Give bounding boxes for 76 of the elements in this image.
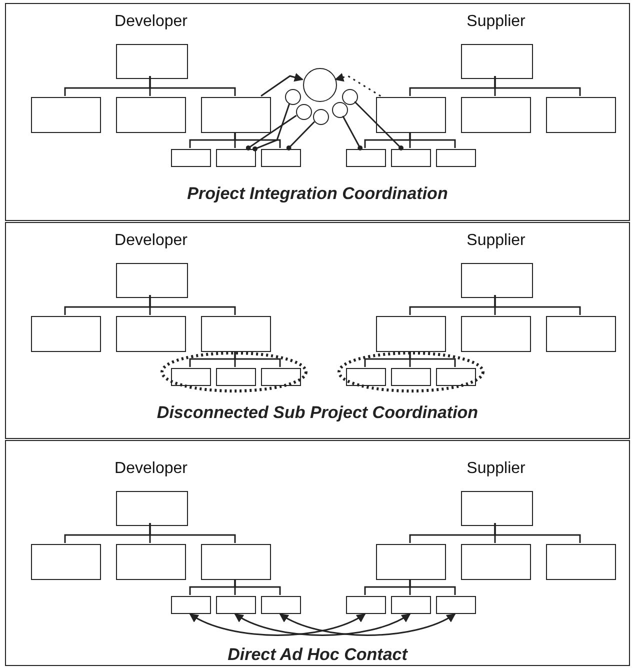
org-box bbox=[216, 149, 256, 167]
org-box bbox=[116, 316, 186, 352]
org-chart-line bbox=[494, 76, 581, 96]
org-box bbox=[436, 368, 476, 386]
org-box bbox=[116, 97, 186, 133]
panel-caption: Project Integration Coordination bbox=[186, 184, 449, 204]
org-box bbox=[461, 544, 531, 580]
org-box bbox=[461, 316, 531, 352]
org-box bbox=[376, 544, 446, 580]
circle-node bbox=[296, 104, 312, 120]
org-box bbox=[391, 596, 431, 614]
org-box bbox=[171, 149, 211, 167]
arrow bbox=[234, 613, 411, 636]
org-box bbox=[346, 149, 386, 167]
circle-node bbox=[332, 102, 348, 118]
org-chart-line bbox=[234, 351, 281, 367]
org-box bbox=[436, 149, 476, 167]
org-box bbox=[391, 149, 431, 167]
org-box bbox=[216, 368, 256, 386]
connector-line bbox=[246, 114, 297, 150]
org-box bbox=[546, 97, 616, 133]
connector-line bbox=[354, 101, 404, 150]
org-heading: Developer bbox=[114, 231, 188, 251]
panel bbox=[5, 440, 630, 666]
arrow bbox=[279, 613, 456, 636]
connector-line bbox=[252, 103, 290, 152]
org-box bbox=[31, 316, 101, 352]
org-heading: Developer bbox=[114, 12, 188, 32]
org-box bbox=[391, 368, 431, 386]
org-box bbox=[461, 97, 531, 133]
org-box bbox=[546, 544, 616, 580]
org-box bbox=[261, 368, 301, 386]
arrow bbox=[189, 613, 366, 636]
connector-line bbox=[342, 116, 363, 150]
panel bbox=[5, 3, 630, 221]
org-box bbox=[201, 97, 271, 133]
org-box bbox=[261, 149, 301, 167]
org-box bbox=[546, 316, 616, 352]
circle-node bbox=[342, 89, 358, 105]
org-box bbox=[116, 544, 186, 580]
org-box bbox=[31, 97, 101, 133]
connector-line bbox=[286, 121, 315, 150]
org-chart-line bbox=[409, 579, 456, 595]
org-box bbox=[346, 596, 386, 614]
org-box bbox=[31, 544, 101, 580]
panel-caption: Direct Ad Hoc Contact bbox=[226, 645, 409, 665]
org-box bbox=[171, 368, 211, 386]
org-box bbox=[346, 368, 386, 386]
arrow bbox=[334, 72, 382, 97]
org-box bbox=[171, 596, 211, 614]
org-chart-line bbox=[234, 579, 281, 595]
circle-node bbox=[285, 89, 301, 105]
panel-caption: Disconnected Sub Project Coordination bbox=[156, 403, 480, 423]
org-box bbox=[376, 316, 446, 352]
org-box bbox=[216, 596, 256, 614]
circle-node bbox=[303, 68, 337, 102]
org-heading: Supplier bbox=[466, 231, 526, 251]
panel bbox=[5, 222, 630, 439]
org-chart-line bbox=[149, 76, 236, 96]
org-heading: Supplier bbox=[466, 12, 526, 32]
org-heading: Supplier bbox=[466, 459, 526, 479]
org-chart-line bbox=[409, 351, 456, 367]
org-box bbox=[436, 596, 476, 614]
circle-node bbox=[313, 109, 329, 125]
org-box bbox=[261, 596, 301, 614]
org-chart-line bbox=[149, 295, 236, 315]
org-chart-line bbox=[494, 523, 581, 543]
org-box bbox=[201, 544, 271, 580]
org-chart-line bbox=[149, 523, 236, 543]
org-chart-line bbox=[409, 132, 456, 148]
org-box bbox=[376, 97, 446, 133]
org-chart-line bbox=[494, 295, 581, 315]
arrow bbox=[260, 72, 304, 97]
org-heading: Developer bbox=[114, 459, 188, 479]
org-box bbox=[201, 316, 271, 352]
org-chart-line bbox=[234, 132, 281, 148]
